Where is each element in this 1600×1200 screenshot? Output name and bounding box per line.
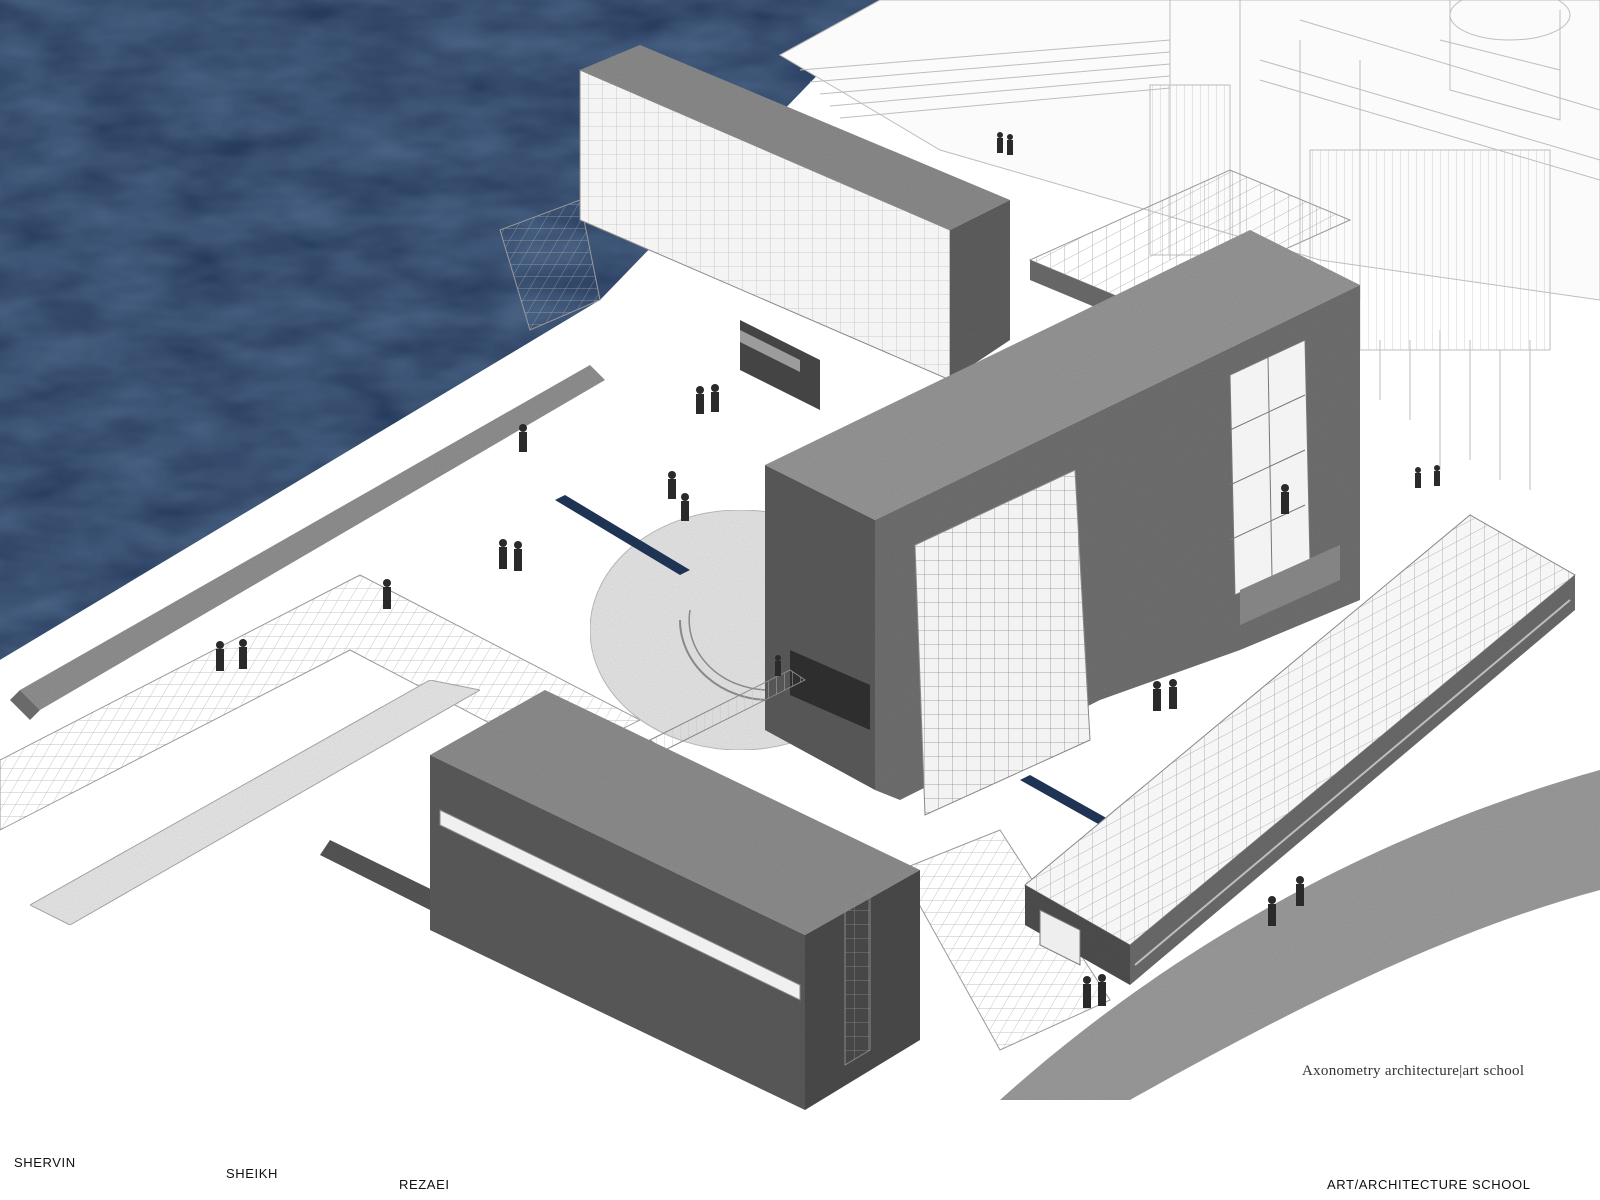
main-building [649, 230, 1360, 816]
footer-middle-name: SHEIKH [226, 1166, 279, 1181]
footer-project-title: ART/ARCHITECTURE SCHOOL [1327, 1177, 1531, 1192]
marble-strip [28, 679, 482, 926]
concrete-bench [20, 365, 605, 710]
water-channel-1 [555, 495, 690, 575]
ribbon-window [439, 809, 801, 1001]
water-channel-2 [1020, 775, 1110, 825]
footer-first-name: SHERVIN [14, 1155, 76, 1170]
curved-path [1000, 770, 1600, 1100]
background-structures [778, 0, 1600, 490]
long-glass-building [1024, 514, 1576, 985]
drawing-caption: Axonometry architecture|art school [1302, 1063, 1525, 1079]
upper-building [579, 45, 1010, 410]
lower-left-building [430, 690, 920, 1110]
paving-strips [0, 199, 1111, 1051]
footer-last-name: REZAEI [399, 1177, 450, 1192]
people [216, 132, 1440, 1008]
